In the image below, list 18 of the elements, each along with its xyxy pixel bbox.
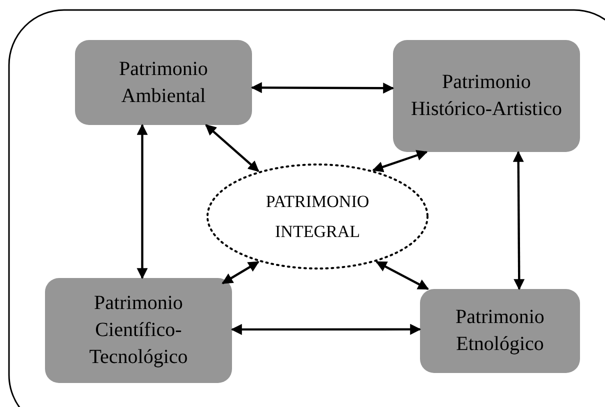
double-arrow (512, 150, 525, 290)
node-label: Patrimonio Histórico-Artistico (410, 70, 564, 122)
double-arrow (230, 324, 422, 335)
node-label: Patrimonio Científico-Tecnológico (88, 291, 189, 370)
rounded-box (420, 289, 580, 373)
double-arrow (372, 150, 428, 172)
rounded-box (75, 40, 252, 125)
rounded-box (45, 278, 232, 383)
double-arrow (376, 260, 429, 290)
double-arrow (205, 124, 260, 172)
dotted-ellipse (206, 163, 429, 270)
double-arrow (250, 82, 394, 94)
node-label: Patrimonio Etnológico (454, 305, 546, 357)
double-arrow (222, 260, 260, 284)
node-label: Patrimonio Ambiental (118, 56, 209, 108)
rounded-box (393, 40, 580, 152)
double-arrow (136, 124, 148, 280)
node-label: PATRIMONIO INTEGRAL (264, 190, 370, 242)
